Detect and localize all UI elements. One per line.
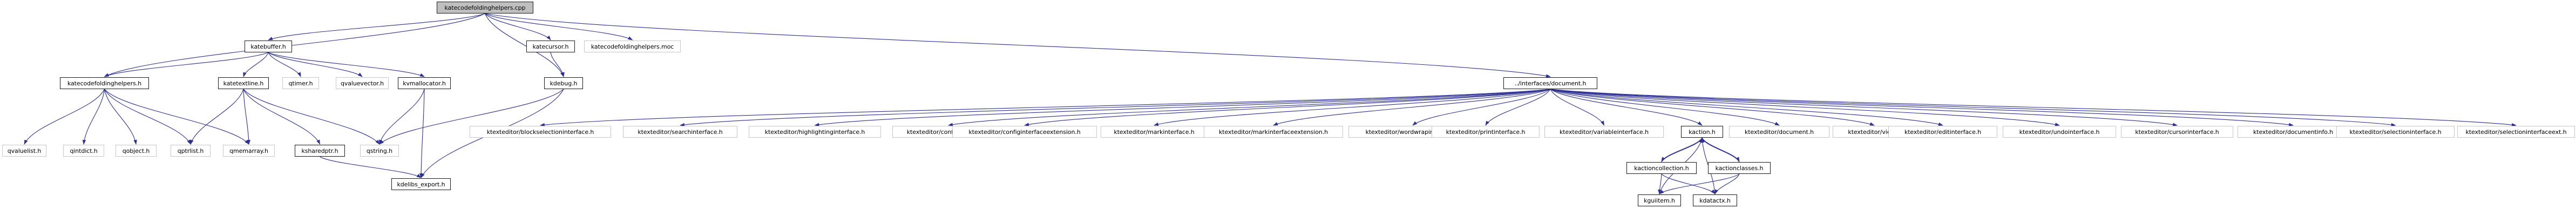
graph-edge xyxy=(1661,138,1703,163)
graph-node-ktexteditor-documentinfo-h[interactable]: ktexteditor/documentinfo.h xyxy=(2238,126,2349,138)
graph-node-ktexteditor-selectioninterface-h[interactable]: ktexteditor/selectioninterface.h xyxy=(2336,126,2455,138)
graph-edge xyxy=(1659,173,1740,194)
graph-edge xyxy=(1550,89,1604,126)
graph-node-ktexteditor-markinterfaceextension-h[interactable]: ktexteditor/markinterfaceextension.h xyxy=(1204,126,1343,138)
graph-node-kactionclasses-h[interactable]: kactionclasses.h xyxy=(1708,162,1771,174)
graph-node-ksharedptr-h[interactable]: ksharedptr.h xyxy=(295,145,345,157)
graph-node-kdebug-h[interactable]: kdebug.h xyxy=(544,77,583,89)
graph-edge xyxy=(104,89,191,145)
graph-node-katecodefoldinghelpers-h[interactable]: katecodefoldinghelpers.h xyxy=(60,77,149,89)
graph-node-katecodefoldinghelpers-cpp[interactable]: katecodefoldinghelpers.cpp xyxy=(437,2,533,14)
graph-node-ktexteditor-cursorinterface-h[interactable]: ktexteditor/cursorinterface.h xyxy=(2121,126,2233,138)
graph-node-ktexteditor-document-h[interactable]: ktexteditor/document.h xyxy=(1729,126,1829,138)
graph-node-ktexteditor-editinterface-h[interactable]: ktexteditor/editinterface.h xyxy=(1888,126,1997,138)
graph-edge xyxy=(243,89,250,145)
graph-node-kaction-h[interactable]: kaction.h xyxy=(1681,126,1723,138)
graph-node-katecodefoldinghelpers-moc[interactable]: katecodefoldinghelpers.moc xyxy=(584,41,681,52)
graph-node-qtimer-h[interactable]: qtimer.h xyxy=(282,77,319,89)
graph-edge xyxy=(243,52,269,77)
graph-node-kvmallocator-h[interactable]: kvmallocator.h xyxy=(398,77,451,89)
graph-node-ktexteditor-searchinterface-h[interactable]: ktexteditor/searchinterface.h xyxy=(623,126,737,138)
graph-edge xyxy=(268,52,425,77)
graph-node-qvaluevector-h[interactable]: qvaluevector.h xyxy=(336,77,389,89)
graph-node-kguiitem-h[interactable]: kguiitem.h xyxy=(1638,194,1681,206)
graph-node-qmemarray-h[interactable]: qmemarray.h xyxy=(223,145,275,157)
graph-node-ktexteditor-printinterface-h[interactable]: ktexteditor/printinterface.h xyxy=(1432,126,1540,138)
graph-edge xyxy=(378,89,425,145)
graph-edge xyxy=(1550,89,2517,127)
graph-edge xyxy=(1550,89,1703,126)
graph-node-kactioncollection-h[interactable]: kactioncollection.h xyxy=(1626,162,1697,174)
graph-edge xyxy=(550,52,565,77)
graph-edge xyxy=(190,89,244,145)
graph-edge xyxy=(1661,137,1703,162)
graph-edge xyxy=(485,13,551,41)
graph-edge xyxy=(1550,89,2396,127)
graph-edge xyxy=(1701,138,1740,163)
graph-edge xyxy=(1154,89,1551,126)
graph-edge xyxy=(814,89,1551,126)
graph-node-ktexteditor-variableinterface-h[interactable]: ktexteditor/variableinterface.h xyxy=(1544,126,1664,138)
graph-edge xyxy=(268,13,485,41)
graph-node-qstring-h[interactable]: qstring.h xyxy=(360,145,399,157)
graph-node-ktexteditor-blockselectioninterface-h[interactable]: ktexteditor/blockselectioninterface.h xyxy=(470,126,611,138)
graph-edge xyxy=(24,89,105,145)
graph-edge xyxy=(1550,89,2060,126)
graph-node-katetextline-h[interactable]: katetextline.h xyxy=(218,77,269,89)
graph-node-ktexteditor-selectioninterfaceext-h[interactable]: ktexteditor/selectioninterfaceext.h xyxy=(2457,126,2575,138)
graph-edge xyxy=(1658,173,1662,194)
graph-edge xyxy=(243,89,321,145)
graph-edge xyxy=(1273,89,1551,126)
graph-node-qobject-h[interactable]: qobject.h xyxy=(116,145,157,157)
graph-edge xyxy=(104,13,485,77)
graph-edge xyxy=(680,89,1551,127)
graph-edge xyxy=(1550,89,1943,126)
graph-edge xyxy=(1661,173,1716,194)
graph-node-interfaces-document-h[interactable]: ../interfaces/document.h xyxy=(1503,77,1597,89)
graph-node-ktexteditor-highlightinginterface-h[interactable]: ktexteditor/highlightinginterface.h xyxy=(749,126,881,138)
graph-node-qintdict-h[interactable]: qintdict.h xyxy=(63,145,104,157)
graph-edge xyxy=(1024,89,1551,126)
graph-node-kdelibs-export-h[interactable]: kdelibs_export.h xyxy=(391,178,451,190)
graph-node-ktexteditor-markinterface-h[interactable]: ktexteditor/markinterface.h xyxy=(1101,126,1208,138)
graph-edge xyxy=(268,52,301,77)
graph-edge xyxy=(104,89,137,145)
graph-edge xyxy=(320,156,422,178)
graph-edge xyxy=(1550,89,2178,126)
graph-edge xyxy=(1550,89,2294,126)
graph-edge xyxy=(1550,89,1875,126)
graph-edge xyxy=(82,89,105,145)
graph-edge xyxy=(104,52,269,77)
graph-node-qptrlist-h[interactable]: qptrlist.h xyxy=(171,145,211,157)
graph-edge xyxy=(540,89,1551,127)
graph-edge xyxy=(485,13,633,41)
graph-edge xyxy=(268,52,363,77)
graph-node-katecursor-h[interactable]: katecursor.h xyxy=(526,41,575,52)
graph-node-ktexteditor-undointerface-h[interactable]: ktexteditor/undointerface.h xyxy=(2003,126,2116,138)
graph-node-katebuffer-h[interactable]: katebuffer.h xyxy=(245,41,292,52)
graph-edge xyxy=(948,89,1551,126)
graph-node-kdatactx-h[interactable]: kdatactx.h xyxy=(1693,194,1737,206)
graph-node-qvaluelist-h[interactable]: qvaluelist.h xyxy=(2,145,46,157)
graph-edge xyxy=(1550,89,1780,126)
graph-edge xyxy=(1412,89,1551,126)
graph-edge xyxy=(243,89,380,145)
graph-edge xyxy=(1485,89,1551,126)
graph-edge xyxy=(419,89,425,178)
graph-node-ktexteditor-configinterfaceextension-h[interactable]: ktexteditor/configinterfaceextension.h xyxy=(952,126,1097,138)
graph-edge xyxy=(104,89,249,145)
graph-edge xyxy=(1701,137,1740,162)
graph-edge xyxy=(1714,173,1740,194)
